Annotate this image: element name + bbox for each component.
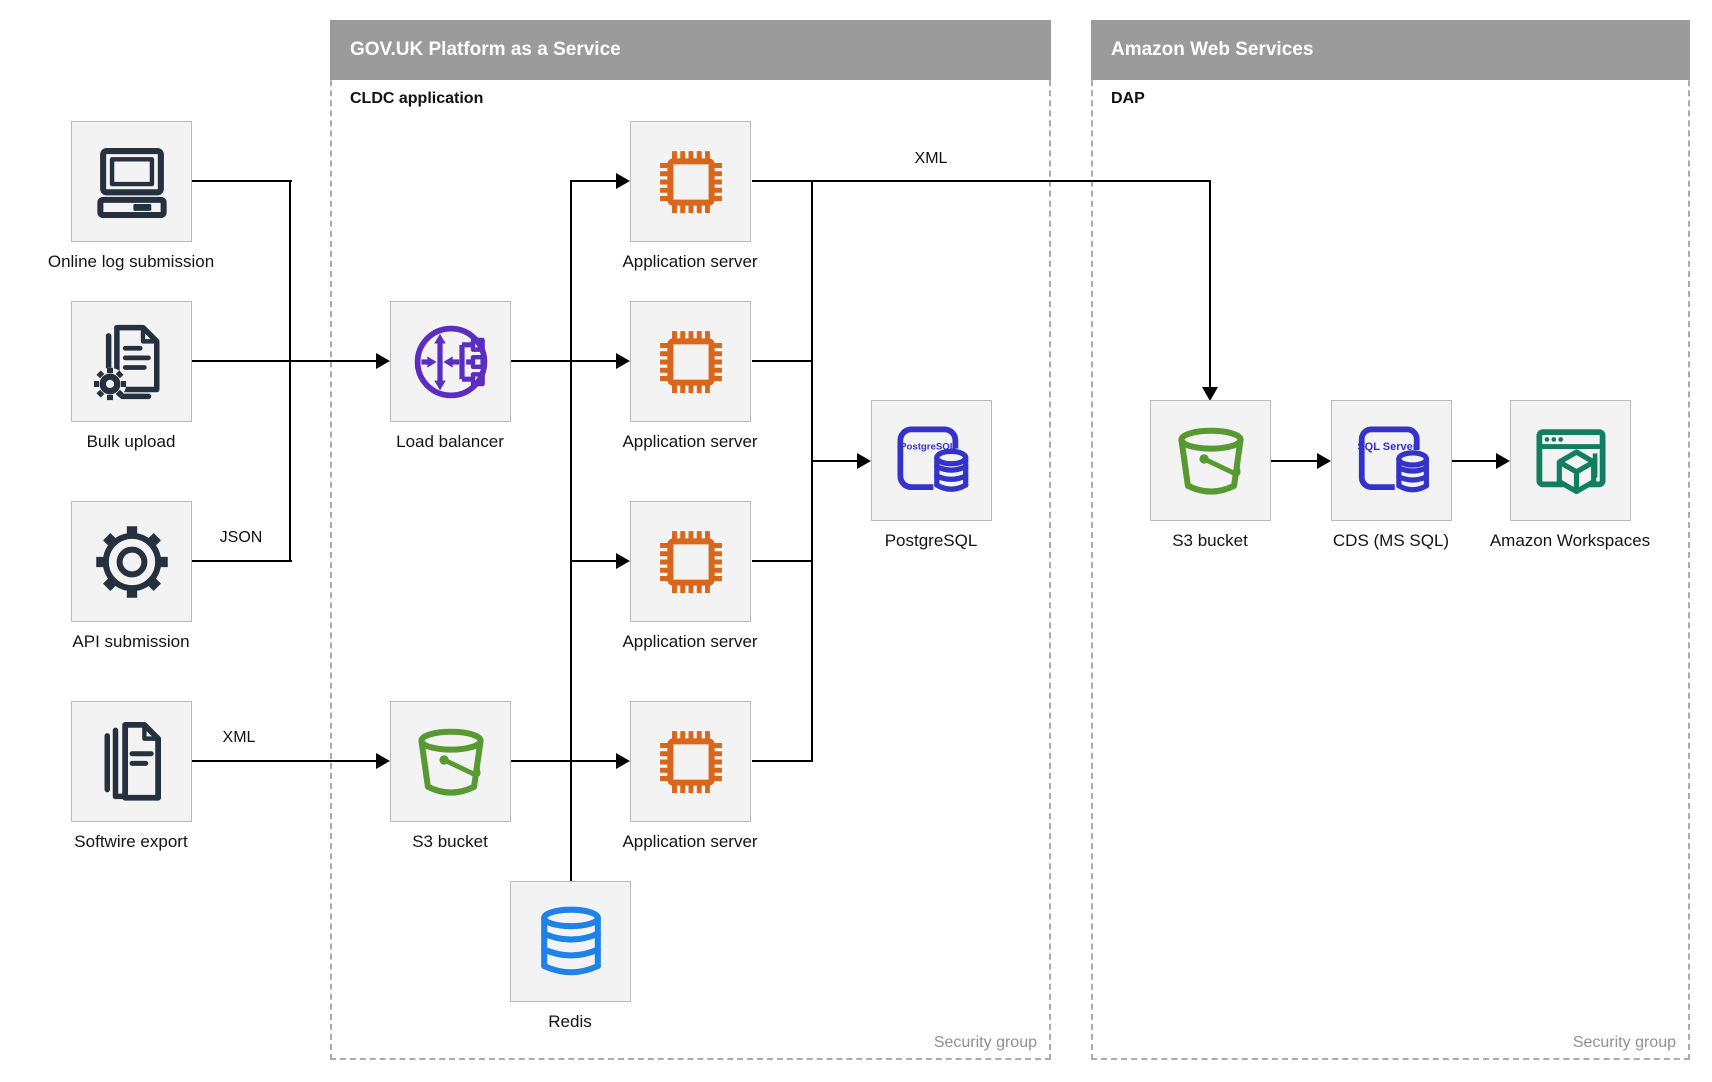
node-app-server-4 (630, 701, 751, 822)
edge-app-collector (811, 180, 813, 762)
node-online-log-submission (71, 121, 192, 242)
chip-icon (659, 530, 722, 593)
node-load-balancer (390, 301, 511, 422)
aws-header: Amazon Web Services (1091, 20, 1690, 80)
edge-app4-out (752, 760, 813, 762)
computer-icon (96, 147, 167, 218)
sql-server-icon-text: SQL Server (1357, 441, 1417, 453)
edge-api-out (192, 560, 292, 562)
node-label-cds-mssql: CDS (MS SQL) (1332, 531, 1450, 550)
node-softwire-export (71, 701, 192, 822)
edge-s3aws-to-cds (1270, 460, 1321, 462)
node-label-s3-bucket-aws: S3 bucket (1172, 531, 1248, 550)
arrowhead-into-s3-paas (376, 753, 390, 769)
arrowhead-into-workspaces (1496, 453, 1510, 469)
sql-server-icon: SQL Server (1357, 425, 1432, 495)
node-app-server-2 (630, 301, 751, 422)
arrowhead-into-s3-aws (1202, 387, 1218, 401)
edge-bulk-to-lb (192, 360, 378, 362)
edge-to-app1 (570, 180, 618, 182)
edge-label-xml-export: XML (222, 729, 256, 746)
gear-icon (95, 525, 168, 598)
workspaces-icon (1535, 428, 1606, 494)
postgresql-icon: PostgreSQL (896, 425, 972, 495)
paas-sublabel: CLDC application (350, 90, 484, 107)
s3-bucket-icon (417, 728, 484, 796)
edge-softwire-to-s3 (192, 760, 378, 762)
edge-app3-out (752, 560, 813, 562)
node-api-submission (71, 501, 192, 622)
paas-title: GOV.UK Platform as a Service (350, 39, 621, 60)
edge-xml-down-to-s3aws (1209, 180, 1211, 388)
node-label-app-server-3: Application server (622, 632, 758, 651)
node-label-online-log-submission: Online log submission (47, 252, 215, 271)
node-cds-mssql: SQL Server (1331, 400, 1452, 521)
edge-label-xml-to-aws: XML (914, 150, 948, 167)
node-label-app-server-2: Application server (622, 432, 758, 451)
node-bulk-upload (71, 301, 192, 422)
node-label-postgresql: PostgreSQL (884, 531, 978, 550)
redis-database-icon (540, 906, 601, 975)
edge-s3paas-to-app4 (511, 760, 618, 762)
documents-stack-icon (104, 721, 161, 801)
edge-label-json: JSON (219, 529, 263, 546)
node-label-amazon-workspaces: Amazon Workspaces (1489, 531, 1651, 550)
node-app-server-3 (630, 501, 751, 622)
postgresql-icon-text: PostgreSQL (900, 441, 956, 452)
chip-icon (659, 730, 722, 793)
edge-lb-to-app2 (511, 360, 618, 362)
node-label-softwire-export: Softwire export (74, 832, 188, 851)
node-label-app-server-1: Application server (622, 252, 758, 271)
edge-onlinelog-out (192, 180, 292, 182)
node-label-bulk-upload: Bulk upload (86, 432, 176, 451)
edge-sources-merge (289, 180, 291, 562)
edge-cds-to-workspaces (1451, 460, 1500, 462)
arrowhead-into-postgresql (857, 453, 871, 469)
edge-app1-out-xml (752, 180, 1211, 182)
arrowhead-into-app3 (616, 553, 630, 569)
edge-to-app3 (570, 560, 618, 562)
arrowhead-into-load-balancer (376, 353, 390, 369)
node-redis (510, 881, 631, 1002)
paas-security-group-label: Security group (933, 1034, 1037, 1051)
node-postgresql: PostgreSQL (871, 400, 992, 521)
node-s3-bucket-paas (390, 701, 511, 822)
aws-security-group-label: Security group (1572, 1034, 1676, 1051)
bulk-upload-icon (93, 324, 159, 400)
arrowhead-into-app1 (616, 173, 630, 189)
s3-bucket-icon (1177, 427, 1244, 495)
load-balancer-icon (414, 325, 487, 398)
node-amazon-workspaces (1510, 400, 1631, 521)
aws-title: Amazon Web Services (1111, 39, 1314, 60)
aws-sublabel: DAP (1111, 90, 1145, 107)
edge-app2-out (752, 360, 813, 362)
node-app-server-1 (630, 121, 751, 242)
paas-header: GOV.UK Platform as a Service (330, 20, 1051, 80)
edge-to-postgresql (811, 460, 860, 462)
arrowhead-into-app4 (616, 753, 630, 769)
node-label-redis: Redis (548, 1012, 592, 1031)
aws-container: Amazon Web Services DAP Security group (1091, 20, 1690, 1060)
arrowhead-into-cds (1317, 453, 1331, 469)
node-label-s3-bucket-paas: S3 bucket (412, 832, 488, 851)
node-label-api-submission: API submission (72, 632, 190, 651)
node-label-load-balancer: Load balancer (396, 432, 504, 451)
arrowhead-into-app2 (616, 353, 630, 369)
edge-app-distribution (570, 180, 572, 881)
node-s3-bucket-aws (1150, 400, 1271, 521)
node-label-app-server-4: Application server (622, 832, 758, 851)
chip-icon (659, 330, 722, 393)
paas-container: GOV.UK Platform as a Service CLDC applic… (330, 20, 1051, 1060)
chip-icon (659, 150, 722, 213)
